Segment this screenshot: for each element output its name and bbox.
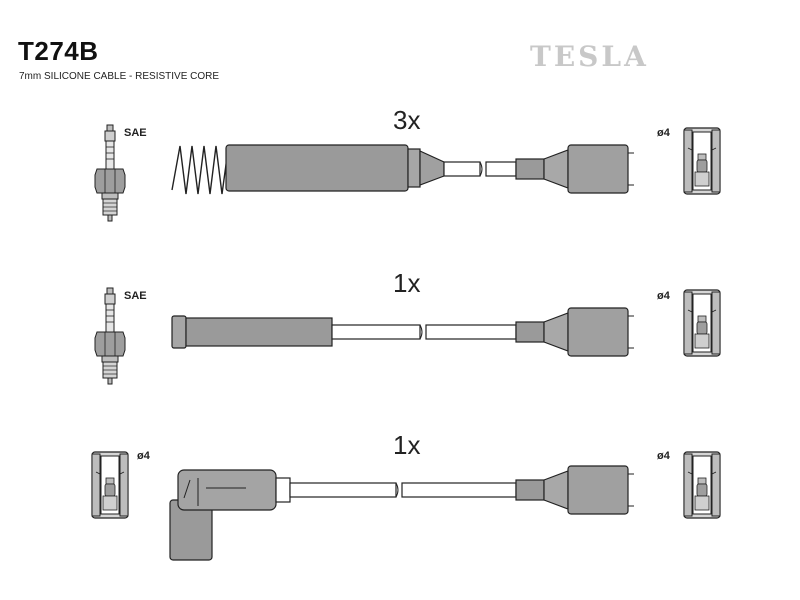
row3-left-terminal-label: ø4 (137, 450, 150, 462)
row1-spring-icon (171, 145, 229, 195)
row2-coil-boot (515, 307, 635, 357)
row2-spark-plug-icon (94, 287, 126, 385)
row1-spark-plug-icon (94, 124, 126, 222)
row1-plug-boot (225, 144, 445, 192)
row3-cable (289, 482, 517, 498)
part-number: T274B (18, 36, 99, 66)
row2-coil-terminal-icon (683, 289, 721, 357)
row3-terminal-label: ø4 (657, 450, 670, 462)
row3-left-terminal-icon (91, 451, 129, 519)
row1-plug-label: SAE (124, 127, 147, 139)
row2-cable (331, 324, 517, 340)
row3-quantity: 1x (393, 430, 421, 460)
row3-coil-terminal-icon (683, 451, 721, 519)
brand-logo: TESLA (530, 40, 649, 73)
row2-quantity: 1x (393, 268, 421, 298)
row1-quantity: 3x (393, 105, 421, 135)
cable-description: 7mm SILICONE CABLE - RESISTIVE CORE (19, 71, 220, 82)
row2-plug-boot (171, 315, 333, 349)
row1-coil-terminal-icon (683, 127, 721, 195)
row2-plug-label: SAE (124, 290, 147, 302)
row1-cable (443, 161, 517, 177)
row1-coil-boot (515, 144, 635, 194)
row3-angled-boot (169, 469, 291, 561)
row2-terminal-label: ø4 (657, 290, 670, 302)
row1-terminal-label: ø4 (657, 127, 670, 139)
row3-coil-boot (515, 465, 635, 515)
